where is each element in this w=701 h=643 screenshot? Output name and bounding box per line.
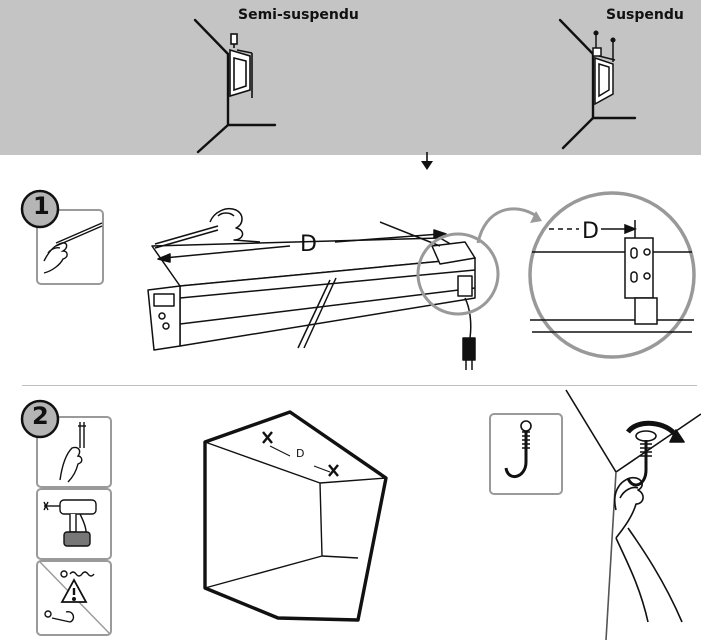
bracket-detail-circle: [528, 191, 696, 359]
drill-icon: [43, 499, 97, 547]
dimension-label: D: [300, 232, 317, 257]
hand-screwing-hook-illustration: [565, 389, 701, 641]
section-divider: [22, 385, 697, 386]
semi-suspended-illustration: [193, 18, 277, 154]
screen-case-illustration: [147, 208, 476, 370]
pencil-hand-icon: [59, 422, 86, 483]
step-2-number: 2: [32, 402, 49, 430]
zoom-arrow-icon: [476, 207, 542, 244]
ceiling-corner-illustration: [203, 410, 388, 622]
tape-measure-hand-icon: [43, 222, 103, 274]
step-1-badge: [20, 189, 104, 285]
suspended-illustration: [558, 18, 637, 150]
suspendu-label: Suspendu: [606, 7, 684, 23]
detail-dimension-label: D: [582, 219, 599, 244]
down-arrow-icon: [421, 152, 433, 170]
magnifier-ring: [416, 232, 500, 316]
header-band: [0, 0, 701, 155]
warning-anchor-icon: [39, 561, 111, 635]
semi-suspendu-label: Semi-suspendu: [238, 7, 359, 23]
ceiling-dimension-label: D: [296, 447, 305, 460]
step-1-number: 1: [33, 192, 50, 220]
hook-icon-box: [489, 413, 563, 495]
